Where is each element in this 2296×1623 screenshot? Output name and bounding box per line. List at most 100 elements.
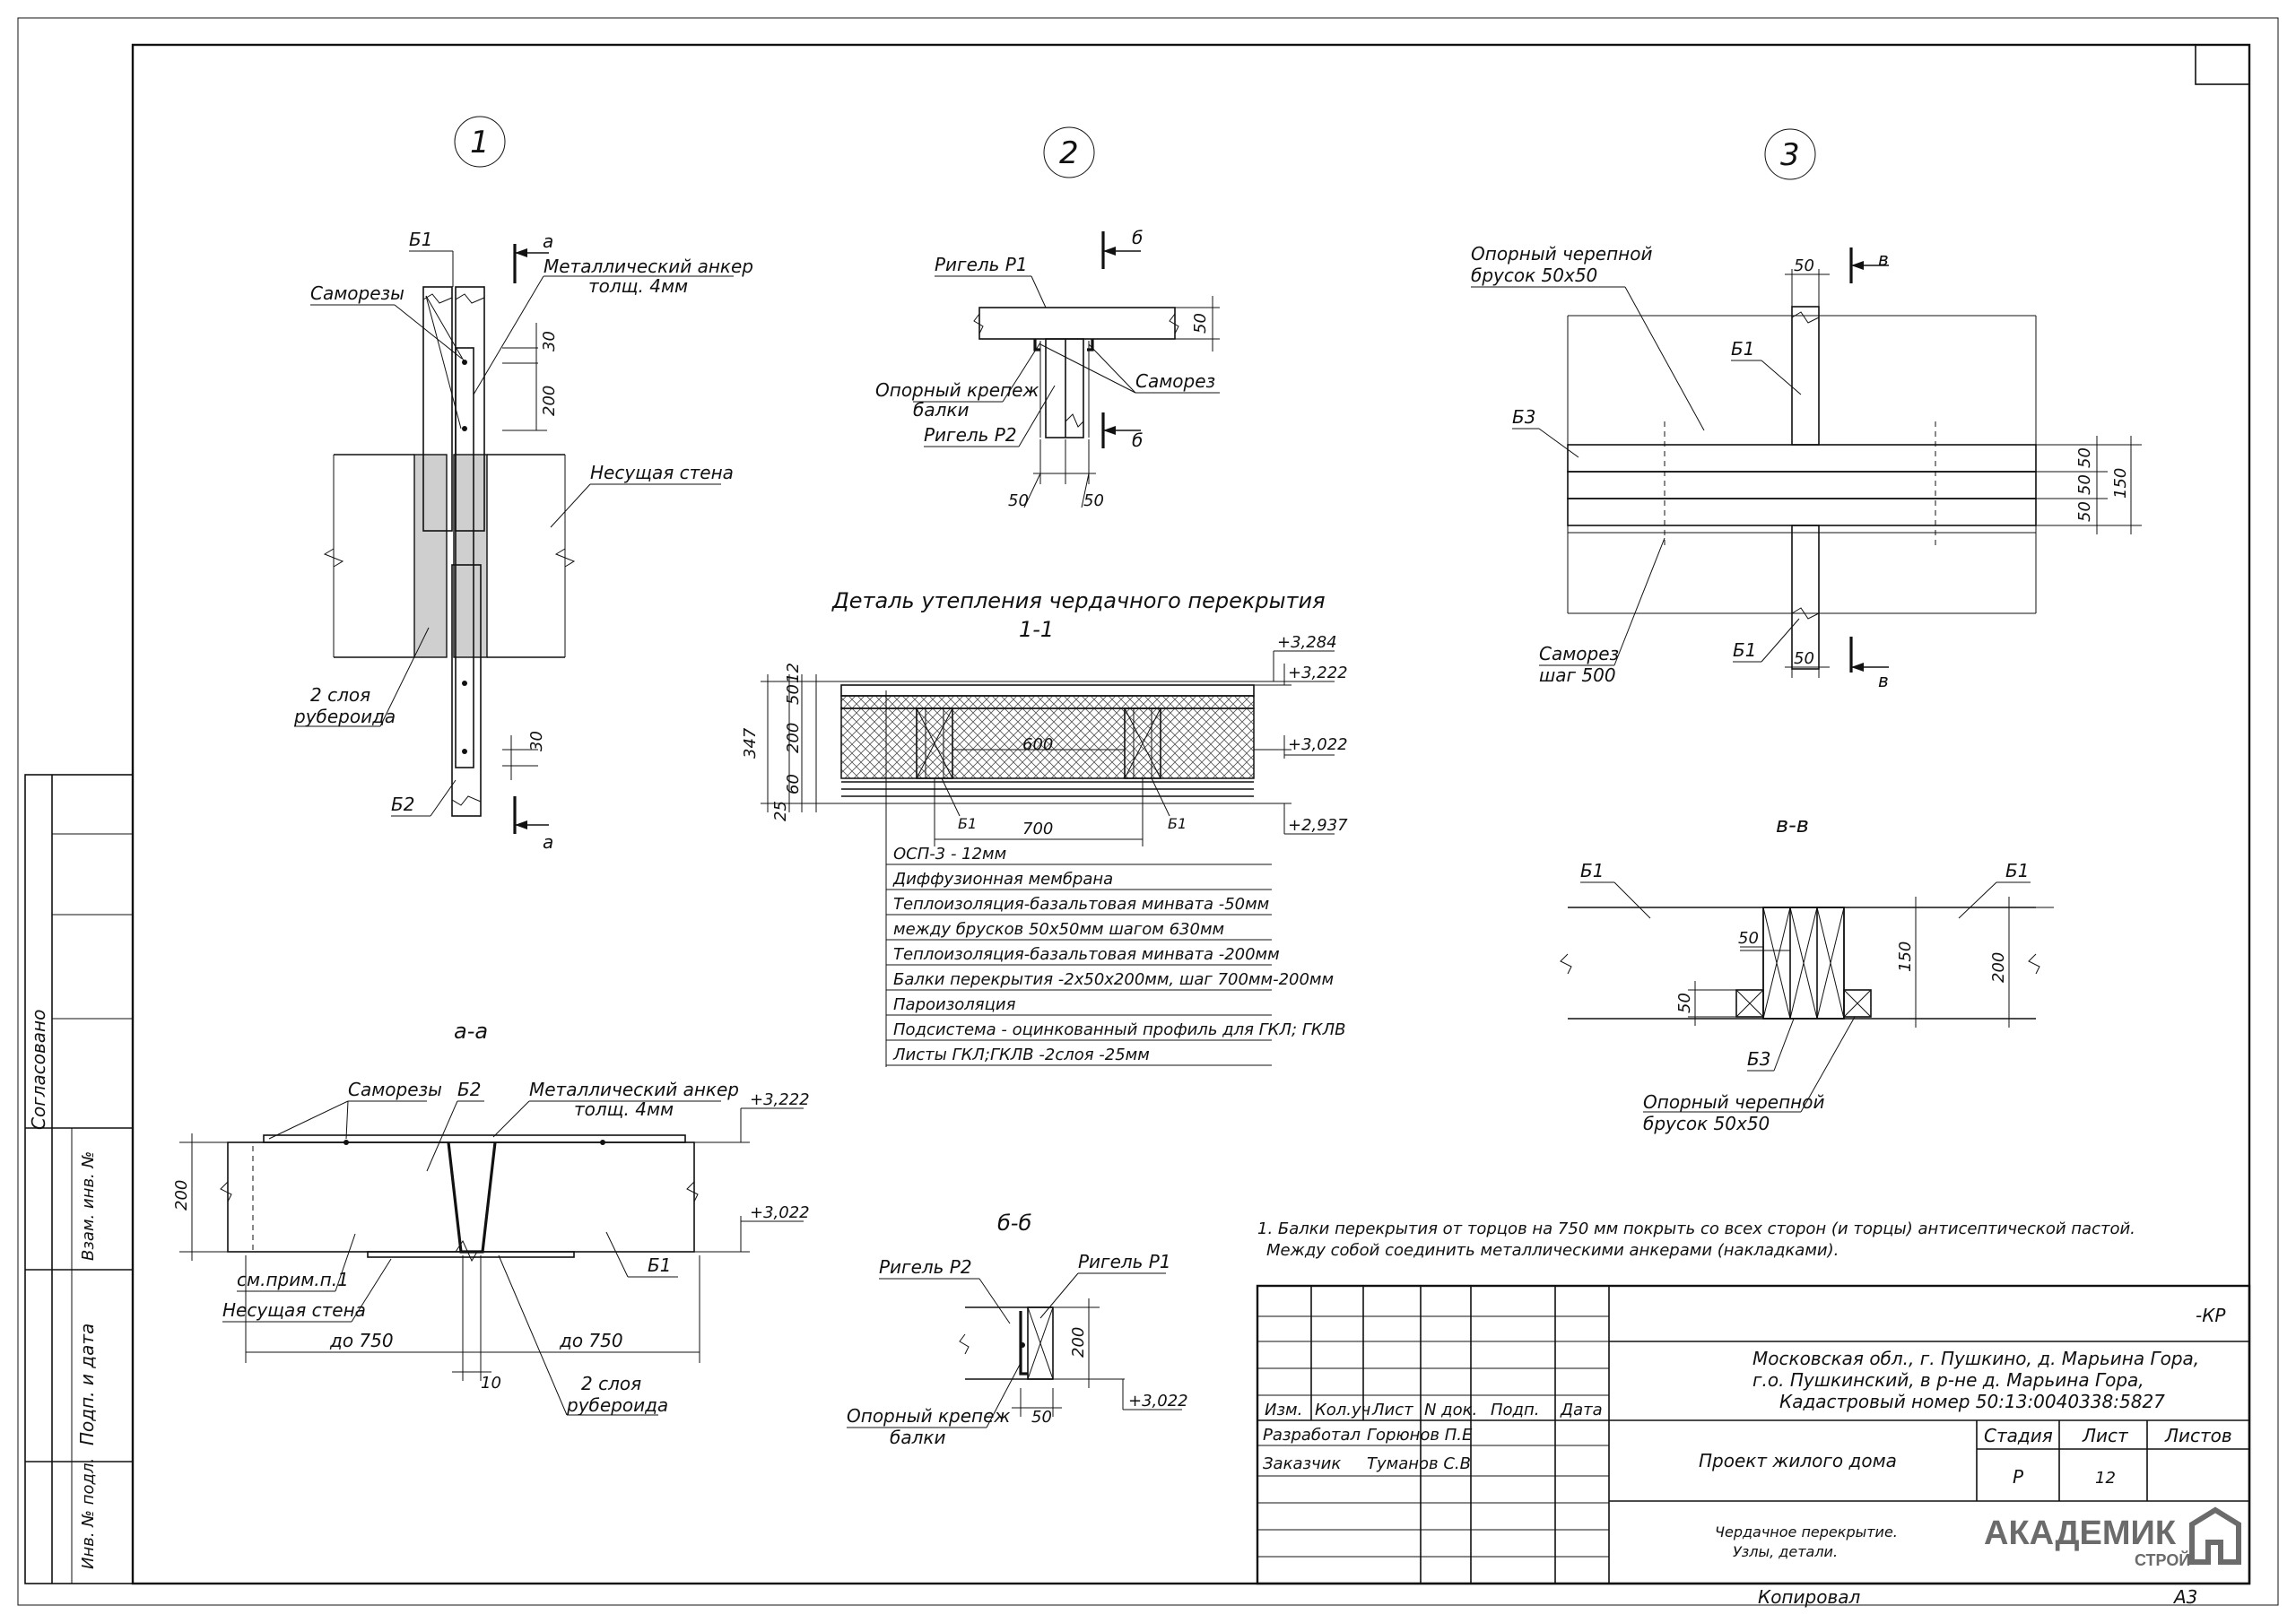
d2-dim-50r: 50 (1191, 313, 1210, 334)
section-vv: в-в 50 150 200 50 Б1 Б1 Б3 О (1560, 812, 2054, 1134)
aa-label-b1: Б1 (648, 1254, 671, 1276)
label-b1-bottom: Б1 (1733, 639, 1756, 661)
insulation-detail: Деталь утепления чердачного перекрытия 1… (741, 588, 1348, 1067)
tb-name-1: Горюнов П.Е (1367, 1426, 1473, 1445)
aa-level-1: +3,222 (750, 1090, 810, 1109)
ins-level-3022: +3,022 (1288, 735, 1348, 754)
detail-3-marker (1764, 128, 1816, 180)
d1-dim-30a: 30 (540, 331, 559, 352)
stamp-inv-orig: Инв. № подл. (79, 1458, 98, 1569)
layer-item: Балки перекрытия -2х50х200мм, шаг 700мм-… (893, 970, 1334, 989)
label-b1: Б1 (409, 229, 432, 250)
section-mark-a: а а (513, 230, 553, 853)
vv-dim-200: 200 (1989, 952, 2008, 983)
vv-label-b3: Б3 (1747, 1048, 1770, 1070)
aa-label-roofing-2: рубероида (566, 1394, 668, 1416)
company-logo: АКАДЕМИК СТРОЙ (1984, 1506, 2241, 1569)
section-vv-title: в-в (1776, 812, 1809, 838)
detail-1: 1 (293, 116, 753, 853)
ins-level-3222: +3,222 (1288, 664, 1348, 682)
tb-sheet-title-1: Чердачное перекрытие. (1715, 1523, 1898, 1541)
stamp-sign-date: Подп. и дата (76, 1324, 98, 1445)
layer-item: Теплоизоляция-базальтовая минвата -200мм (893, 945, 1280, 964)
aa-label-screws: Саморезы (348, 1079, 442, 1100)
tb-role-1: Разработал (1263, 1426, 1361, 1445)
detail-2-marker (1043, 126, 1095, 178)
aa-label-anchor-1: Металлический анкер (529, 1079, 739, 1100)
ins-dim-700: 700 (1022, 820, 1053, 838)
detail-1-number: 1 (470, 125, 490, 161)
ins-dim-347: 347 (741, 727, 760, 759)
insulation-subtitle: 1-1 (1019, 617, 1054, 642)
note-line-2: Между собой соединить металлическими анк… (1266, 1241, 1839, 1260)
tb-sheets-header: Листов (2164, 1425, 2232, 1446)
ins-level-3284: +3,284 (1277, 633, 1337, 652)
d3-dim-50-2: 50 (2075, 474, 2094, 495)
tb-stage: Р (2013, 1466, 2024, 1488)
rigel-p2-shape (1045, 338, 1084, 438)
detail-3-number: 3 (1780, 137, 1800, 173)
side-stamp-block: Согласовано Взам. инв. № Подп. и дата Ин… (24, 774, 134, 1584)
aa-label-see-note: см.прим.п.1 (237, 1269, 349, 1290)
tb-sheet-number: 12 (2095, 1469, 2116, 1488)
label-roofing-1: 2 слоя (310, 684, 370, 706)
beam-b3 (1567, 444, 2037, 473)
tb-code: -КР (2196, 1305, 2226, 1326)
layer-item: Подсистема - оцинкованный профиль для ГК… (893, 1020, 1345, 1039)
logo-house-icon (2189, 1506, 2241, 1565)
vv-label-b1a: Б1 (1580, 860, 1604, 881)
layer-item: Листы ГКЛ;ГКЛВ -2слоя -25мм (892, 1046, 1150, 1064)
section-bb: б-б 200 +3,022 50 Ригель Р2 Ригель Р1 Оп… (847, 1211, 1188, 1448)
label-brusok-1: Опорный черепной (1471, 243, 1652, 265)
label-b1-top: Б1 (1731, 338, 1754, 360)
label-anchor-2: толщ. 4мм (588, 275, 688, 297)
stamp-inv-replace: Взам. инв. № (79, 1151, 98, 1261)
label-screws: Саморезы (310, 282, 404, 304)
beam-b2-section (447, 1141, 497, 1254)
label-rigel-p1: Ригель Р1 (935, 254, 1028, 275)
cut-b-top: б (1132, 227, 1143, 248)
bb-label-rigel-p2: Ригель Р2 (879, 1256, 972, 1278)
label-support-1: Опорный крепеж (875, 379, 1039, 401)
label-screw-1: Саморез (1539, 643, 1619, 664)
detail-2: 2 б б 50 50 50 Ригель Р1 Опорный (875, 126, 1220, 510)
stamp-agreed: Согласовано (28, 1010, 49, 1130)
minwool-200 (840, 707, 1255, 779)
layer-item: Теплоизоляция-базальтовая минвата -50мм (893, 895, 1269, 914)
roofing-layers (413, 454, 448, 658)
aa-dim-10: 10 (481, 1374, 501, 1393)
cut-b-bottom: б (1132, 430, 1143, 451)
rigel-p1-shape (978, 307, 1176, 340)
tb-col-izm: Изм. (1265, 1401, 1302, 1419)
ins-dim-60: 60 (784, 774, 803, 794)
bb-level: +3,022 (1128, 1392, 1188, 1410)
d1-dim-30b: 30 (527, 731, 546, 751)
cut-a-top: а (543, 230, 553, 252)
tb-sheet-title-2: Узлы, детали. (1733, 1543, 1838, 1560)
layer-item: ОСП-3 - 12мм (893, 845, 1006, 864)
ins-b1-b: Б1 (1168, 815, 1187, 832)
tb-col-list: Лист (1371, 1401, 1413, 1419)
minwool-50 (840, 695, 1255, 709)
layer-item: Пароизоляция (893, 995, 1016, 1014)
label-roofing-2: рубероида (293, 706, 396, 727)
bb-dim-200: 200 (1069, 1327, 1088, 1358)
ins-dim-50: 50 (784, 684, 803, 705)
logo-main: АКАДЕМИК (1984, 1515, 2177, 1552)
general-note: 1. Балки перекрытия от торцов на 750 мм … (1257, 1219, 2135, 1260)
beam-b1 (422, 286, 485, 532)
cut-v-top: в (1878, 248, 1889, 270)
detail-3: 3 в в 50 50 (1471, 128, 2142, 691)
detail-1-dimensions: 30 200 30 (502, 323, 559, 780)
anchor-plate (263, 1134, 686, 1143)
vv-brusok-left (1735, 989, 1764, 1018)
detail-1-marker (454, 116, 506, 168)
ins-dim-200: 200 (784, 723, 803, 753)
aa-do750-a: до 750 (329, 1330, 394, 1351)
label-screw-2: шаг 500 (1539, 664, 1616, 686)
section-bb-title: б-б (997, 1211, 1031, 1236)
vv-label-brusok-2: брусок 50х50 (1643, 1113, 1770, 1134)
cut-v-bottom: в (1878, 670, 1889, 691)
label-b2: Б2 (391, 794, 414, 815)
aa-label-wall: Несущая стена (222, 1299, 366, 1321)
